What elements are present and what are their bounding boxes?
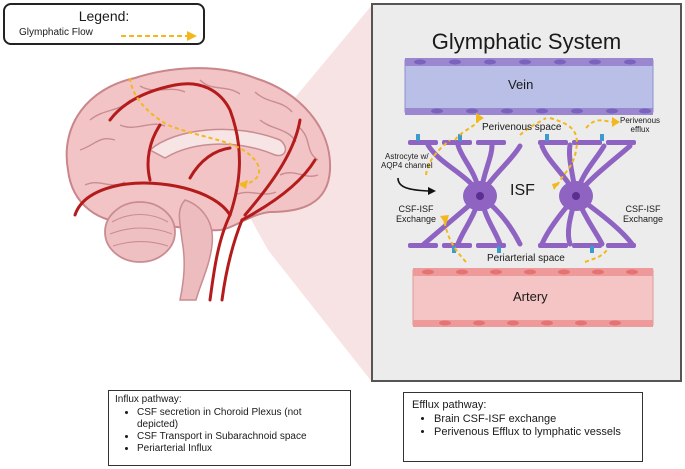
isf-label: ISF [510, 182, 535, 199]
panel-title: Glymphatic System [431, 29, 622, 54]
aqp4-channel-icon [416, 134, 604, 253]
vein-vessel [404, 59, 654, 113]
efflux-title: Efflux pathway: [412, 399, 487, 411]
legend: Legend: Glymphatic Flow [3, 3, 205, 45]
periarterial-space-label: Periarterial space [487, 253, 565, 264]
legend-title: Legend: [78, 8, 130, 24]
astrocyte-pointer-arrow [397, 177, 429, 192]
list-item: CSF Transport in Subarachnoid space [137, 431, 344, 443]
perivenous-space-label: Perivenous space [482, 122, 562, 133]
legend-item-label: Glymphatic Flow [19, 27, 93, 38]
corpus-callosum [148, 128, 287, 159]
vein-bottom-wall [405, 108, 653, 115]
influx-title: Influx pathway: [115, 394, 182, 405]
list-item: Brain CSF-ISF exchange [434, 413, 634, 426]
vein-label: Vein [508, 77, 534, 92]
list-item: Periarterial Influx [137, 443, 344, 455]
efflux-pathway-box: Efflux pathway: Brain CSF-ISF exchange P… [403, 392, 643, 462]
artery-bottom-wall [413, 320, 653, 327]
list-item: CSF secretion in Choroid Plexus (not dep… [137, 407, 344, 431]
list-item: Perivenous Efflux to lymphatic vessels [434, 426, 634, 439]
influx-list: CSF secretion in Choroid Plexus (not dep… [115, 407, 344, 455]
efflux-list: Brain CSF-ISF exchange Perivenous Efflux… [412, 413, 634, 439]
artery-label: Artery [513, 289, 548, 304]
astrocyte-label: Astrocyte w/AQP4 channel [381, 152, 433, 171]
flow-arrow-icon [121, 31, 197, 41]
brain-arteries [73, 82, 317, 302]
influx-pathway-box: Influx pathway: CSF secretion in Choroid… [108, 390, 351, 466]
brain-flow-path [129, 77, 261, 185]
brainstem [178, 199, 214, 301]
